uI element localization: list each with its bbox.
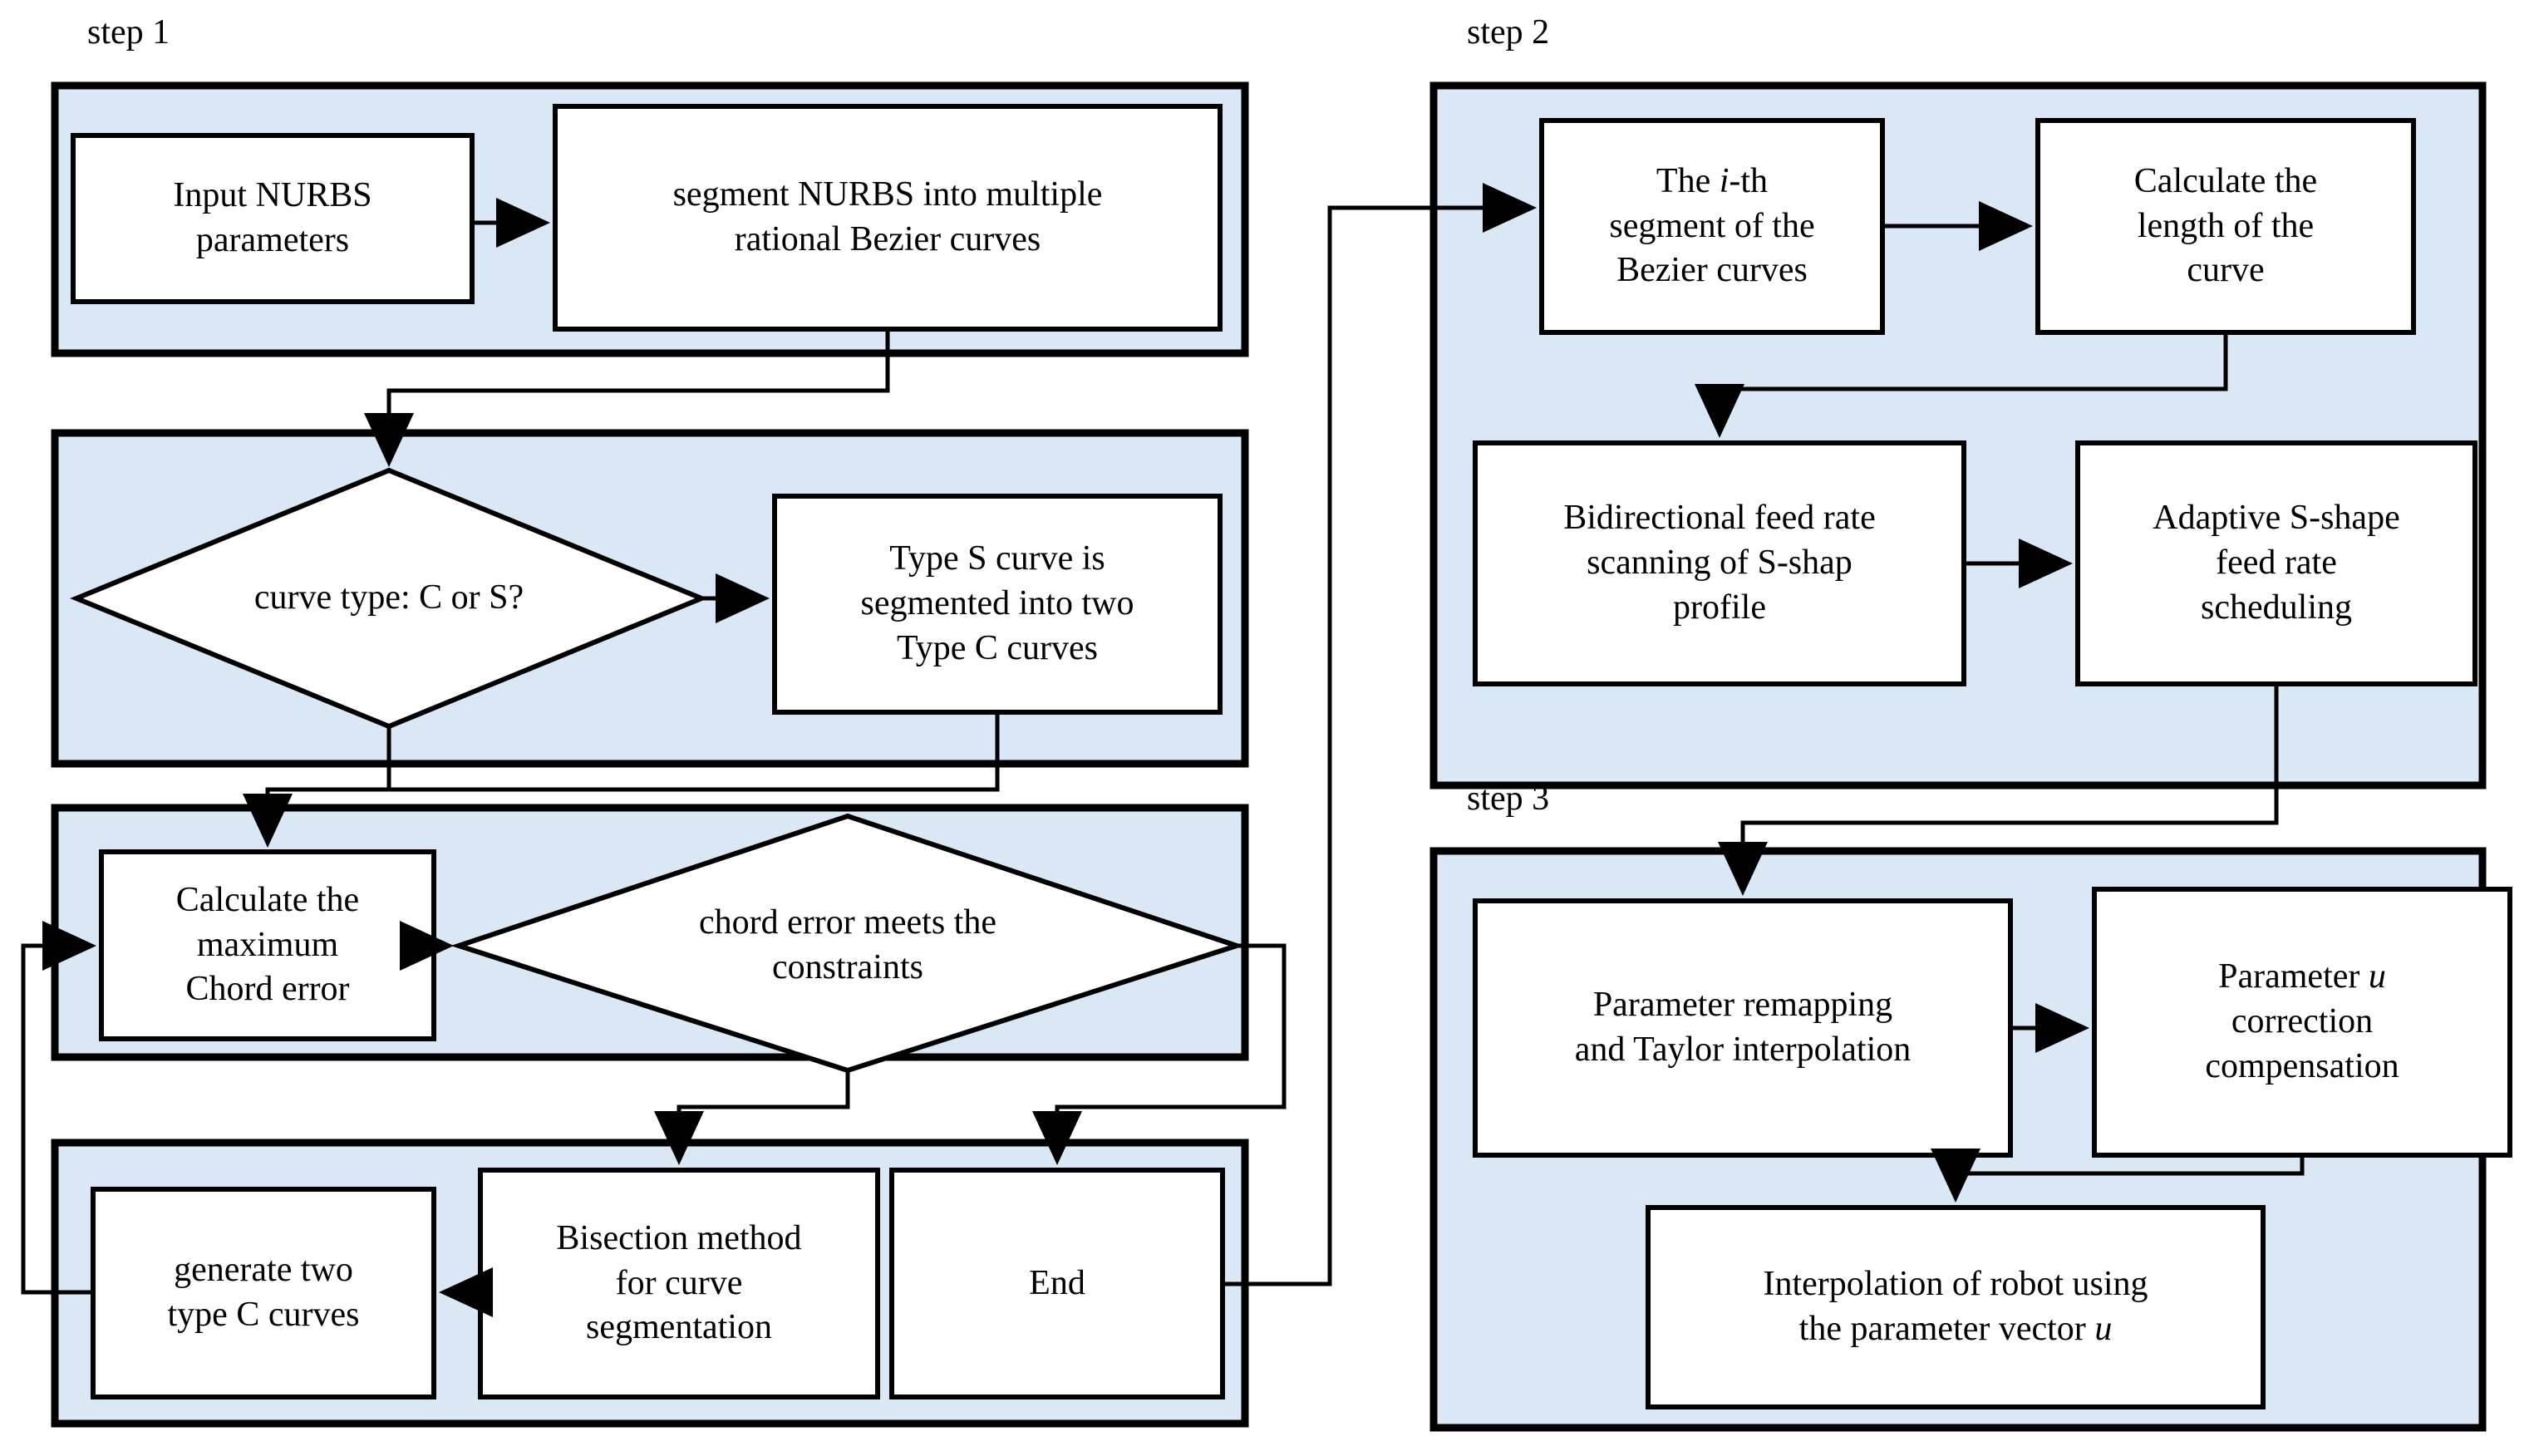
node-adaptive-s-shape[interactable] <box>2075 440 2477 686</box>
node-bisection-method[interactable] <box>478 1168 880 1399</box>
node-robot-interpolation[interactable] <box>1646 1205 2266 1409</box>
edge-adaptive-to-remapping <box>1718 684 2279 896</box>
edge-types-to-calcchord <box>389 712 1000 792</box>
node-param-u-correction[interactable] <box>2092 887 2512 1158</box>
edge-curvetype-to-calcchord <box>243 726 391 848</box>
node-generate-two-c[interactable] <box>91 1187 436 1399</box>
node-input-nurbs[interactable] <box>71 133 475 304</box>
edge-generate-to-calcchord <box>21 921 96 1295</box>
step-label-1: step 1 <box>87 13 170 52</box>
node-type-s-segmented[interactable] <box>772 494 1223 715</box>
node-calc-max-chord[interactable] <box>99 849 436 1041</box>
node-bidirectional-scan[interactable] <box>1473 440 1966 686</box>
node-calc-length[interactable] <box>2035 118 2416 335</box>
node-end[interactable] <box>889 1168 1225 1399</box>
edge-correction-to-robot <box>1931 1149 2305 1203</box>
edge-constraints-to-end <box>1032 943 1287 1165</box>
edge-calclength-to-bidirectional <box>1695 332 2228 438</box>
node-ith-segment[interactable] <box>1539 118 1885 335</box>
node-segment-nurbs[interactable] <box>553 104 1223 332</box>
edge-segment-to-curvetype <box>364 329 890 467</box>
step-label-2: step 2 <box>1467 13 1550 52</box>
step-label-3: step 3 <box>1467 780 1550 818</box>
edge-constraints-to-bisection <box>654 1070 850 1165</box>
node-param-remapping[interactable] <box>1473 898 2013 1158</box>
edge-end-to-ithsegment <box>1223 183 1537 1286</box>
